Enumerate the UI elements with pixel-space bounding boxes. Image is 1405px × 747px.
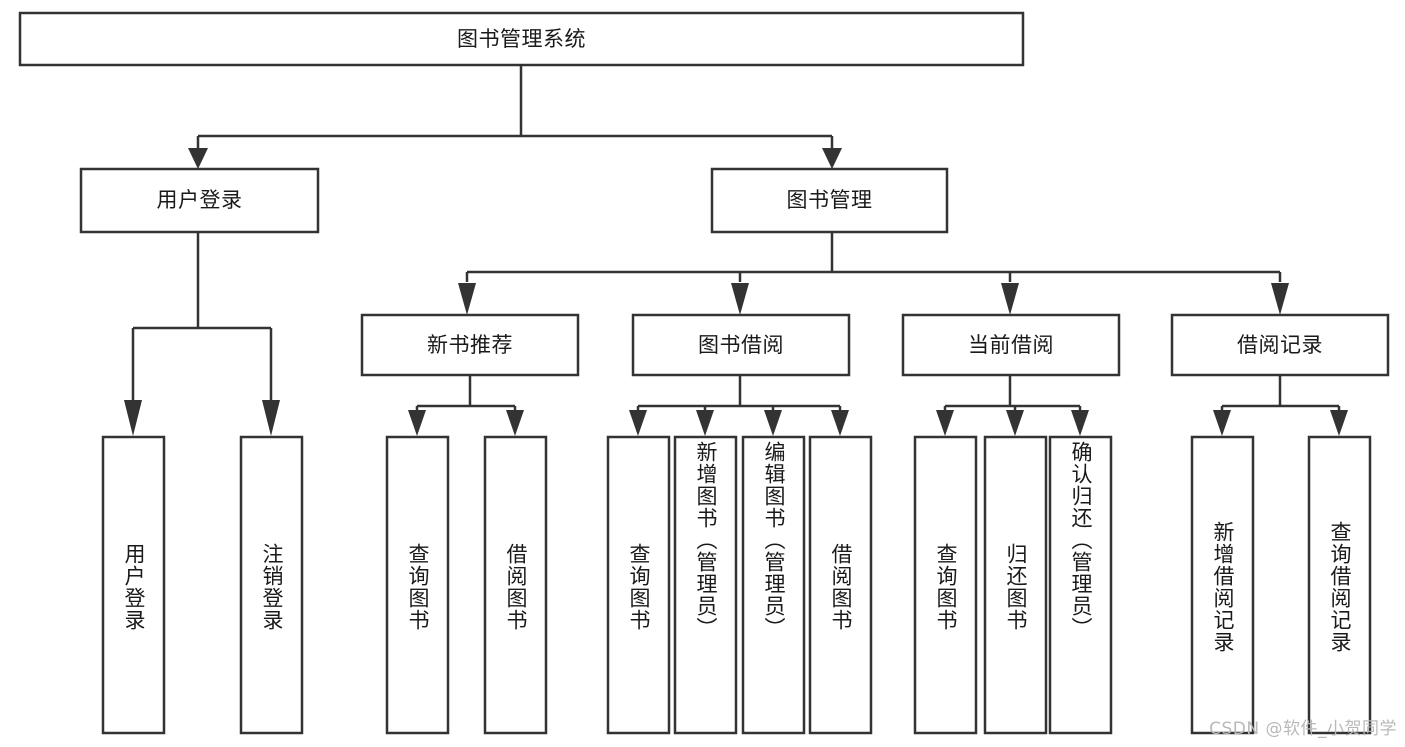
leaf-box-borrow-record-1[interactable] bbox=[1307, 435, 1372, 735]
node-box-borrow-record[interactable] bbox=[1170, 313, 1390, 377]
leaf-box-current-borrow-1[interactable] bbox=[983, 435, 1048, 735]
connector-newbook-to-leaves bbox=[408, 375, 524, 436]
node-box-new-book-recommend[interactable] bbox=[360, 313, 580, 377]
connector-userlogin-to-leaves bbox=[124, 232, 280, 436]
leaf-box-book-borrow-3[interactable] bbox=[808, 435, 873, 735]
leaf-box-current-borrow-0[interactable] bbox=[913, 435, 978, 735]
leaf-box-book-borrow-0[interactable] bbox=[606, 435, 671, 735]
connector-currentborrow-to-leaves bbox=[936, 375, 1089, 436]
connector-bookborrow-to-leaves bbox=[629, 375, 849, 436]
leaf-box-new-book-1[interactable] bbox=[483, 435, 548, 735]
leaf-box-book-borrow-1[interactable] bbox=[673, 435, 738, 735]
leaf-box-current-borrow-2[interactable] bbox=[1048, 435, 1113, 735]
node-box-user-login[interactable] bbox=[79, 167, 320, 234]
leaf-box-user-login-0[interactable] bbox=[101, 435, 166, 735]
connector-bookmgmt-to-level3 bbox=[458, 232, 1289, 315]
node-box-book-management[interactable] bbox=[710, 167, 949, 234]
leaf-box-new-book-0[interactable] bbox=[385, 435, 450, 735]
connector-borrowrecord-to-leaves bbox=[1213, 375, 1348, 436]
leaf-box-borrow-record-0[interactable] bbox=[1190, 435, 1255, 735]
watermark: CSDN @软件_小贺同学 bbox=[1209, 719, 1397, 739]
leaf-box-user-login-1[interactable] bbox=[239, 435, 304, 735]
node-box-root[interactable] bbox=[18, 11, 1025, 67]
node-box-book-borrow[interactable] bbox=[631, 313, 851, 377]
node-box-current-borrow[interactable] bbox=[901, 313, 1121, 377]
connector-root-to-level2 bbox=[188, 65, 842, 169]
leaf-box-book-borrow-2[interactable] bbox=[741, 435, 806, 735]
